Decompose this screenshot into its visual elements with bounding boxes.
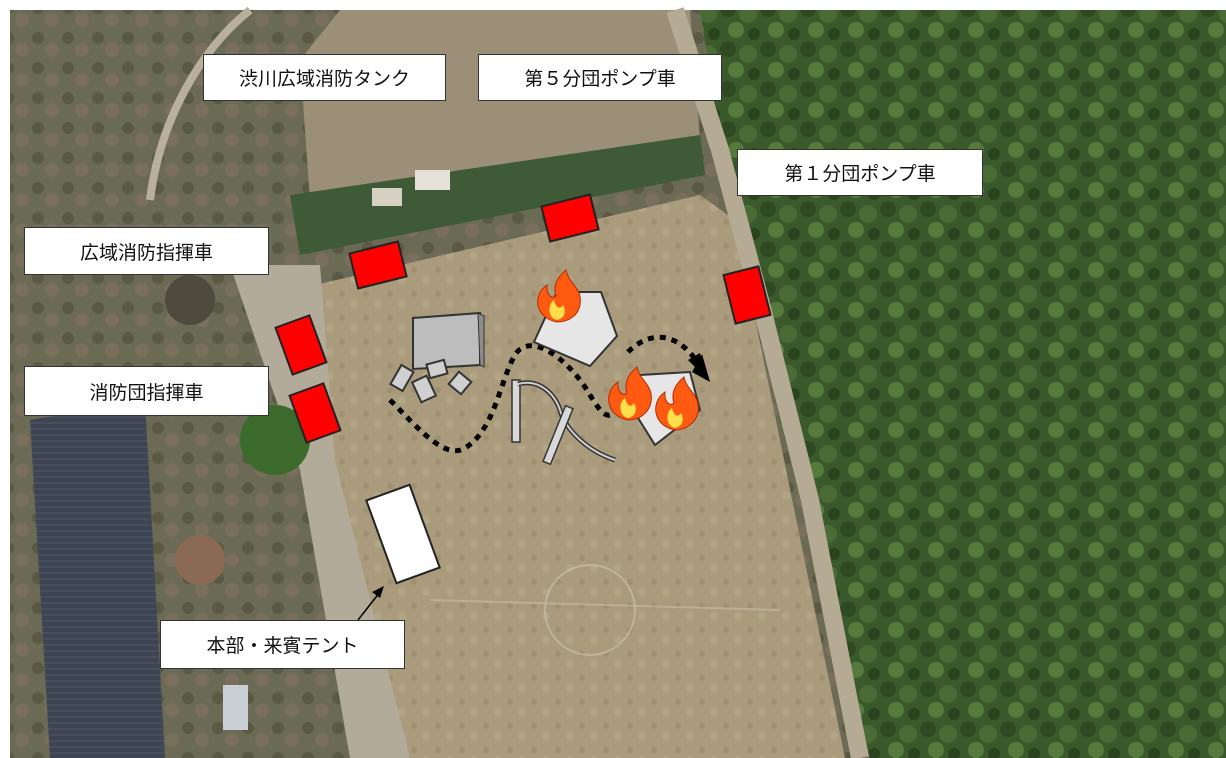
label-tank: 渋川広域消防タンク bbox=[203, 54, 446, 101]
label-tent: 本部・来賓テント bbox=[160, 620, 405, 669]
tent-marker bbox=[365, 483, 441, 585]
vehicle-shobodan-command-1 bbox=[274, 314, 328, 376]
label-pump-1: 第１分団ポンプ車 bbox=[737, 149, 983, 196]
fire-icon bbox=[608, 366, 652, 421]
vehicle-pump-1 bbox=[722, 265, 772, 325]
label-koiki-command: 広域消防指揮車 bbox=[24, 227, 269, 275]
vehicle-pump-5 bbox=[540, 193, 600, 243]
label-pump-5: 第５分団ポンプ車 bbox=[478, 54, 722, 101]
building bbox=[412, 311, 481, 371]
route-arrow bbox=[626, 334, 705, 372]
vehicle-koiki-command bbox=[348, 240, 408, 290]
fire-icon bbox=[537, 269, 581, 323]
route-path bbox=[388, 343, 623, 454]
label-shobodan-command: 消防団指揮車 bbox=[24, 366, 269, 416]
fire-icon bbox=[655, 376, 699, 431]
vehicle-shobodan-command-2 bbox=[288, 382, 342, 444]
